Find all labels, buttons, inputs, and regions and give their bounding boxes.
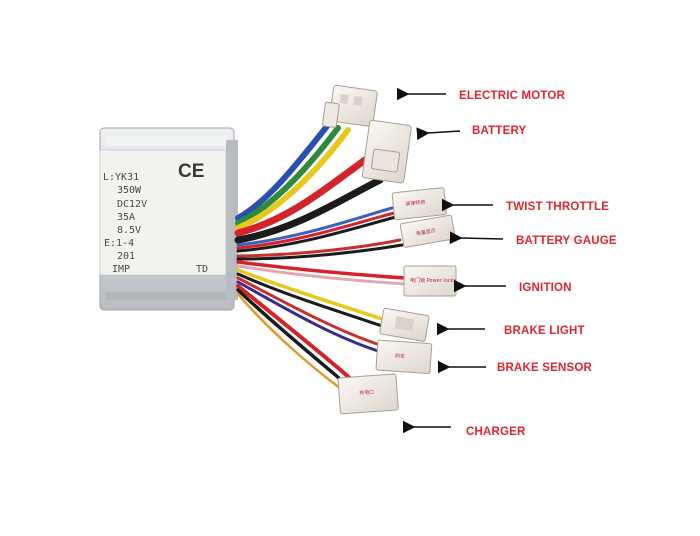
plate-line-voltage: DC12V [117, 199, 147, 210]
wire-brake-sensor [236, 276, 382, 347]
brake-sensor-tag: 刹车 [395, 352, 405, 360]
connector-battery [361, 119, 412, 184]
ignition-tag: 电门锁 Power locks [410, 277, 456, 284]
label-battery: BATTERY [472, 125, 527, 137]
throttle-tag: 调速转把 [405, 199, 426, 208]
wire-motor-green [235, 125, 341, 226]
connector-motor [321, 84, 378, 128]
wire-motor-blue [235, 122, 331, 221]
callout-charger: CHARGER [402, 420, 526, 438]
callout-battery: BATTERY [416, 125, 527, 141]
plate-line-current: 35A [117, 212, 135, 223]
callout-ignition: IGNITION [453, 279, 572, 294]
connector-charger: 充电口 [337, 373, 399, 415]
callout-battery-gauge: BATTERY GAUGE [449, 231, 617, 247]
gauge-tag: 电量显示 [415, 227, 436, 237]
plate-line-cutoff: 8.5V [117, 225, 141, 236]
wire-brake-light [236, 268, 387, 322]
plate-line-model: L:YK31 [103, 172, 139, 183]
plate-line-td: TD [196, 264, 208, 275]
wire-battery-black [234, 176, 384, 244]
wire-motor-yellow [235, 127, 351, 231]
wire-battery-red [234, 156, 369, 237]
label-electric-motor: ELECTRIC MOTOR [459, 90, 566, 102]
callout-brake-light: BRAKE LIGHT [436, 322, 585, 337]
charger-tag: 充电口 [359, 389, 374, 397]
connector-ignition: 电门锁 Power locks [403, 265, 457, 297]
callout-twist-throttle: TWIST THROTTLE [441, 198, 609, 213]
callout-electric-motor: ELECTRIC MOTOR [396, 87, 566, 102]
label-brake-light: BRAKE LIGHT [504, 325, 585, 337]
arrow-battery [416, 127, 461, 141]
connector-brake-light [379, 307, 430, 342]
label-twist-throttle: TWIST THROTTLE [506, 201, 609, 213]
connector-brake-sensor: 刹车 [375, 339, 433, 375]
connector-throttle: 调速转把 [391, 187, 447, 221]
plate-line-power: 350W [117, 185, 142, 196]
rating-plate: CE L:YK31 350W DC12V 35A 8.5V E:1-4 201 … [99, 149, 227, 276]
wire-throttle [236, 206, 394, 247]
ce-mark: CE [178, 161, 204, 182]
connector-gauge: 电量显示 [399, 214, 456, 248]
wire-charger [236, 284, 354, 382]
wire-ignition [236, 260, 407, 280]
arrow-battery-gauge [449, 231, 504, 245]
plate-line-imp: IMP [112, 264, 130, 275]
wire-gauge [236, 238, 402, 258]
plate-line-date: 201 [117, 251, 135, 262]
wire-bundle [234, 122, 407, 390]
callout-brake-sensor: BRAKE SENSOR [437, 360, 593, 374]
plate-line-e: E:1-4 [104, 238, 134, 249]
label-battery-gauge: BATTERY GAUGE [516, 235, 617, 247]
callout-group: ELECTRIC MOTOR BATTERY TWIST THROTTLE BA… [396, 87, 617, 438]
label-charger: CHARGER [466, 426, 526, 438]
label-brake-sensor: BRAKE SENSOR [497, 362, 593, 374]
connector-group: 调速转把 电量显示 电门锁 Power locks 刹车 充电口 [321, 84, 457, 415]
label-ignition: IGNITION [519, 282, 572, 294]
